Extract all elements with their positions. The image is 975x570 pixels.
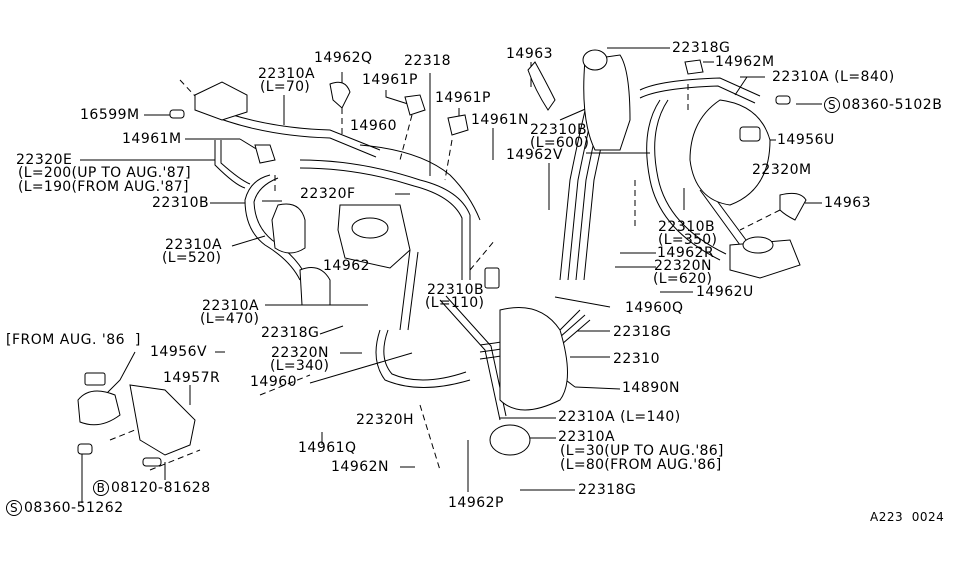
part-length-22320E-early: (L=200(UP TO AUG.'87] — [18, 165, 191, 181]
part-length-22310A-early: (L=30(UP TO AUG.'86] — [560, 443, 724, 459]
part-length-22310B-350: (L=350) — [658, 232, 718, 248]
part-label-14962U[interactable]: 14962U — [696, 284, 754, 300]
diagram-code: A223 0024 — [870, 510, 945, 524]
part-length-22320N-340: (L=340) — [270, 358, 330, 374]
part-label-14957R[interactable]: 14957R — [163, 370, 221, 386]
part-label-22318G[interactable]: 22318G — [672, 40, 731, 56]
part-label-22310A-140[interactable]: 22310A (L=140) — [558, 409, 681, 425]
part-label-22320N-620[interactable]: 22320N — [654, 258, 713, 274]
part-label-22310A-840[interactable]: 22310A (L=840) — [772, 69, 895, 85]
part-label-16599M[interactable]: 16599M — [80, 107, 140, 123]
date-note: [FROM AUG. '86 ] — [6, 332, 141, 348]
part-label-14962P[interactable]: 14962P — [448, 495, 504, 511]
part-label-14956U[interactable]: 14956U — [777, 132, 835, 148]
part-length-22310A-70: (L=70) — [260, 79, 311, 95]
part-label-22320F[interactable]: 22320F — [300, 186, 356, 202]
part-label-14962Q[interactable]: 14962Q — [314, 50, 373, 66]
part-label-14962R[interactable]: 14962R — [657, 245, 715, 261]
part-label-14960Q[interactable]: 14960Q — [625, 300, 684, 316]
part-label-22320N-340[interactable]: 22320N — [271, 345, 330, 361]
standard-part-badge-icon: S — [824, 97, 840, 113]
part-label-22318[interactable]: 22318 — [404, 53, 452, 69]
part-label-22310A[interactable]: 22310A — [558, 429, 616, 445]
part-label-22320E[interactable]: 22320E — [16, 152, 73, 168]
part-label-14890N[interactable]: 14890N — [622, 380, 681, 396]
part-length-22310B-600: (L=600) — [530, 135, 590, 151]
part-label-22320M[interactable]: 22320M — [752, 162, 812, 178]
part-label-14963[interactable]: 14963 — [506, 46, 554, 62]
part-label-14961P[interactable]: 14961P — [435, 90, 491, 106]
part-label-14961Q[interactable]: 14961Q — [298, 440, 357, 456]
part-label-14962N[interactable]: 14962N — [331, 459, 390, 475]
part-label-22310B-110[interactable]: 22310B — [427, 282, 485, 298]
part-length-22320E-late: (L=190(FROM AUG.'87] — [18, 179, 189, 195]
part-label-22318G[interactable]: 22318G — [613, 324, 672, 340]
part-label-22318G[interactable]: 22318G — [261, 325, 320, 341]
part-label-14961M[interactable]: 14961M — [122, 131, 182, 147]
part-label-14960[interactable]: 14960 — [250, 374, 298, 390]
part-label-22310[interactable]: 22310 — [613, 351, 661, 367]
part-label-22310A-470[interactable]: 22310A — [202, 298, 260, 314]
part-label-14962M[interactable]: 14962M — [715, 54, 775, 70]
part-label-14961P[interactable]: 14961P — [362, 72, 418, 88]
part-label-22310B-600[interactable]: 22310B — [530, 122, 588, 138]
part-length-22310A-470: (L=470) — [200, 311, 260, 327]
part-label-14960[interactable]: 14960 — [350, 118, 398, 134]
part-length-22310A-520: (L=520) — [162, 250, 222, 266]
part-length-22310A-late: (L=80(FROM AUG.'86] — [560, 457, 722, 473]
part-label-14962V[interactable]: 14962V — [506, 147, 564, 163]
bolt-badge-icon: B — [93, 480, 109, 496]
part-label-22310A-70[interactable]: 22310A — [258, 66, 316, 82]
part-label-14963[interactable]: 14963 — [824, 195, 872, 211]
part-length-22320N-620: (L=620) — [653, 271, 713, 287]
part-label-14962[interactable]: 14962 — [323, 258, 371, 274]
part-length-22310B-110: (L=110) — [425, 295, 485, 311]
components — [77, 49, 807, 467]
part-label-22310A-520[interactable]: 22310A — [165, 237, 223, 253]
part-label-22320H[interactable]: 22320H — [356, 412, 415, 428]
part-label-22318G[interactable]: 22318G — [578, 482, 637, 498]
part-label-14961N[interactable]: 14961N — [471, 112, 530, 128]
part-label-14956V[interactable]: 14956V — [150, 344, 208, 360]
standard-part-badge-icon: S — [6, 500, 22, 516]
part-label-22310B[interactable]: 22310B — [152, 195, 210, 211]
part-label-22310B-350[interactable]: 22310B — [658, 219, 716, 235]
